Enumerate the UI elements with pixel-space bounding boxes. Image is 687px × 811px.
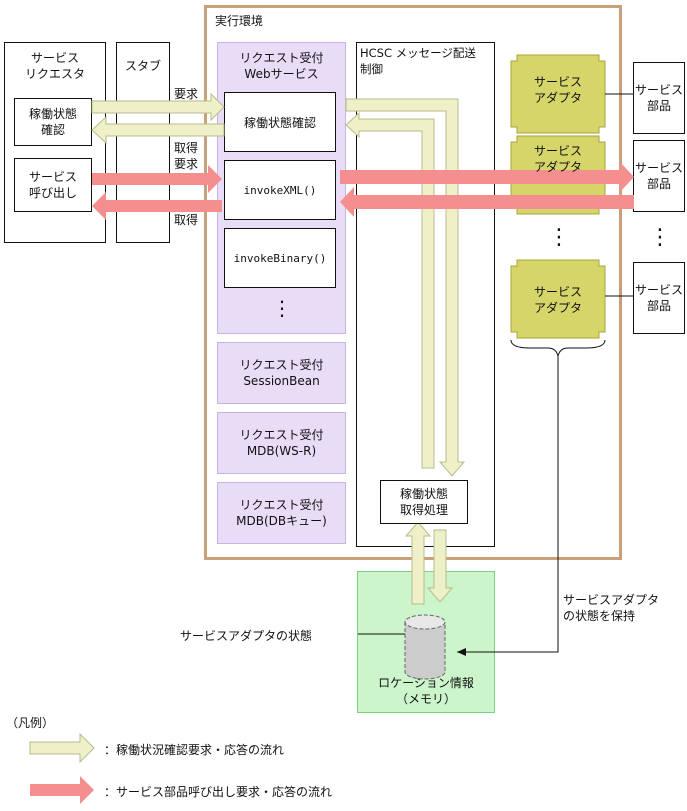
web-service-title: リクエスト受付 Webサービス bbox=[239, 51, 324, 81]
invoke-binary: invokeBinary() bbox=[224, 228, 336, 288]
legend-status-arrow bbox=[29, 732, 95, 764]
invoke-xml: invokeXML() bbox=[224, 160, 336, 220]
service-adapter-1: サービス アダプタ bbox=[533, 75, 582, 105]
legend-call-flow: ：サービス部品呼び出し要求・応答の流れ bbox=[104, 785, 333, 799]
receiver-mdb-wsr: リクエスト受付 MDB(WS-R) bbox=[217, 412, 346, 474]
legend-title: （凡例） bbox=[6, 716, 55, 730]
service-part-3: サービス 部品 bbox=[633, 262, 685, 334]
adapters-brace bbox=[510, 339, 606, 357]
web-service-dots: ⋮ bbox=[272, 296, 292, 320]
requester-status-check: 稼働状態 確認 bbox=[14, 98, 92, 146]
location-label: ロケーション情報 （メモリ） bbox=[378, 676, 474, 706]
keep-state-arrowhead bbox=[457, 648, 466, 656]
status-forward-arrow bbox=[345, 98, 466, 477]
status-response-arrow bbox=[91, 115, 225, 145]
stub-title: スタブ bbox=[124, 58, 161, 73]
parts-dots: ⋮ bbox=[649, 224, 671, 250]
label-request-2: 要求 bbox=[174, 157, 199, 171]
legend-status-flow: ：稼働状況確認要求・応答の流れ bbox=[104, 743, 285, 757]
receiver-mdb-dbqueue: リクエスト受付 MDB(DBキュー) bbox=[217, 482, 346, 544]
status-return-arrow bbox=[345, 111, 435, 469]
service-part-1: サービス 部品 bbox=[633, 62, 685, 134]
hcsc-title: HCSC メッセージ配送 制御 bbox=[360, 46, 476, 76]
keep-state-line bbox=[457, 356, 559, 653]
adapter-state-label: サービスアダプタの状態 bbox=[180, 629, 313, 643]
requester-service-call: サービス 呼び出し bbox=[14, 158, 92, 212]
call-request-arrow bbox=[92, 165, 222, 193]
service-adapter-2: サービス アダプタ bbox=[533, 144, 582, 174]
memory-cylinder bbox=[404, 614, 446, 680]
service-part-2: サービス 部品 bbox=[633, 140, 685, 212]
service-adapter-shape-3 bbox=[510, 259, 606, 339]
call-response-arrow bbox=[92, 192, 222, 220]
service-adapter-3: サービス アダプタ bbox=[533, 285, 582, 315]
service-requester-title: サービス リクエスタ bbox=[24, 51, 85, 81]
label-request-1: 要求 bbox=[174, 87, 199, 101]
label-get-1: 取得 bbox=[174, 141, 199, 155]
runtime-title: 実行環境 bbox=[215, 14, 264, 28]
status-to-location-arrow bbox=[426, 529, 454, 603]
ws-status-check: 稼働状態確認 bbox=[224, 92, 336, 152]
keep-state-label: サービスアダプタ の状態を保持 bbox=[563, 593, 660, 623]
label-get-2: 取得 bbox=[174, 213, 199, 227]
adapters-dots: ⋮ bbox=[548, 224, 570, 250]
call-return-arrow bbox=[340, 187, 634, 217]
call-forward-arrow bbox=[340, 162, 634, 192]
legend-call-arrow bbox=[30, 776, 94, 804]
status-request-arrow bbox=[91, 92, 225, 122]
receiver-sessionbean: リクエスト受付 SessionBean bbox=[217, 342, 346, 404]
service-adapter-shape-1 bbox=[510, 54, 606, 134]
status-acquire-process: 稼働状態 取得処理 bbox=[380, 480, 468, 524]
location-to-status-arrow bbox=[404, 521, 432, 605]
